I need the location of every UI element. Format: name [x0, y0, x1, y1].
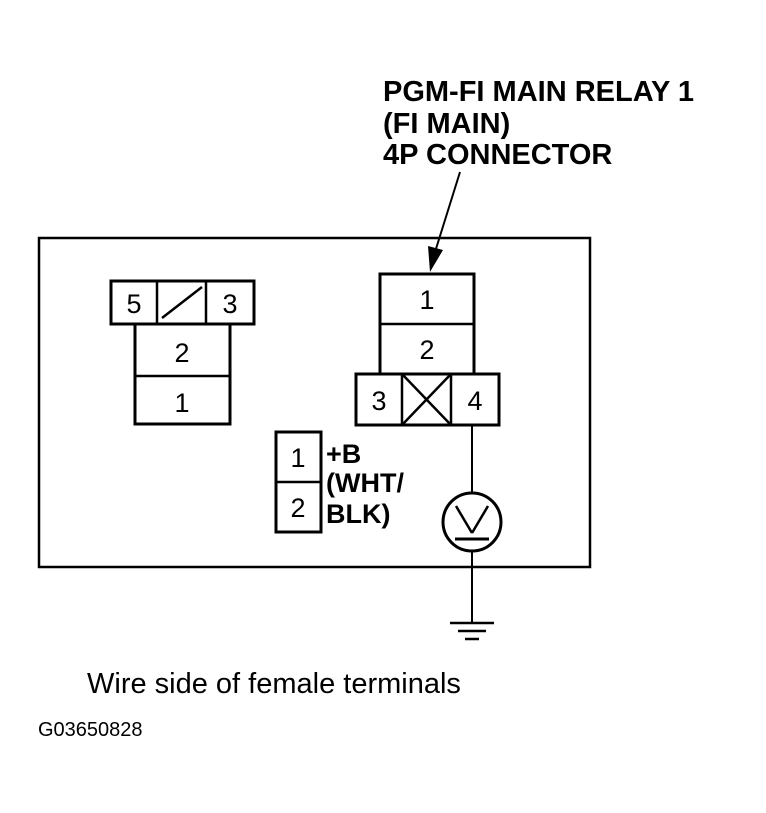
wire-color-label-2: BLK): [326, 499, 390, 529]
figure-id: G03650828: [38, 719, 143, 741]
left-connector: 5 3 2 1: [109, 279, 256, 426]
relay-pin-4: 4: [467, 386, 482, 416]
probe-pin-1: 1: [290, 443, 305, 473]
callout-line-3: 4P CONNECTOR: [383, 139, 612, 171]
callout-line-2: (FI MAIN): [383, 108, 510, 140]
relay-pin-1: 1: [419, 285, 434, 315]
relay-4p-connector: 1 2 3 4: [354, 272, 501, 427]
plus-b-label: +B: [326, 439, 361, 469]
probe-2p-connector: 1 2: [274, 430, 323, 534]
callout-line-1: PGM-FI MAIN RELAY 1: [383, 76, 694, 108]
ground-icon: [450, 621, 494, 641]
relay-pin-3: 3: [371, 386, 386, 416]
left-pin-2: 2: [174, 338, 189, 368]
left-pin-3: 3: [222, 289, 237, 319]
callout-arrow-line: [434, 171, 461, 253]
left-pin-5: 5: [126, 289, 141, 319]
voltmeter-icon: [441, 491, 503, 553]
callout-arrowhead: [428, 246, 443, 272]
probe-pin-2: 2: [290, 493, 305, 523]
connector-frame: [37, 236, 592, 569]
diagram-caption: Wire side of female terminals: [87, 668, 461, 700]
blocked-cavity-slash: [161, 286, 203, 319]
relay-pin-2: 2: [419, 335, 434, 365]
wire-color-label-1: (WHT/: [326, 468, 404, 498]
left-pin-1: 1: [174, 388, 189, 418]
